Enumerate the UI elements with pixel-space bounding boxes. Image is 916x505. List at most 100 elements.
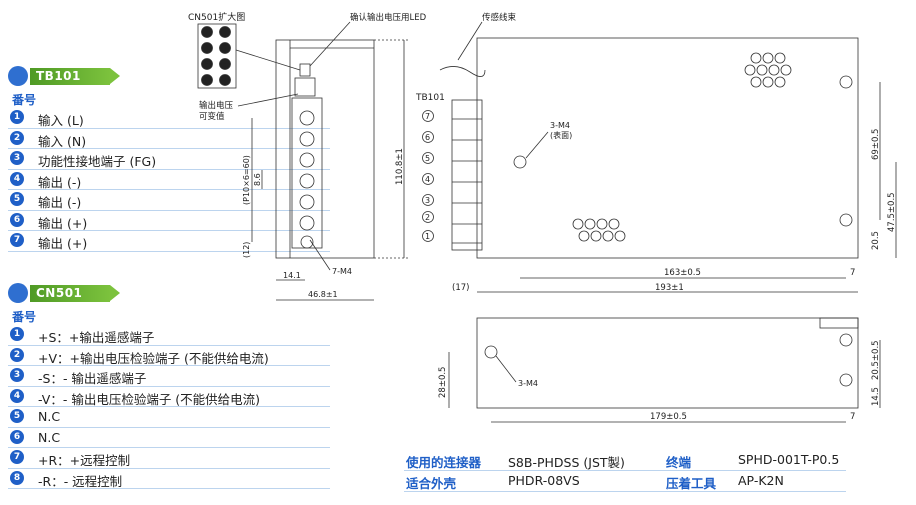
side-led [299, 63, 311, 77]
vent-hole [768, 64, 780, 76]
dim-height: 110.8±1 [395, 148, 405, 185]
dim-pitch: (P10×6=60) [242, 155, 251, 205]
vent-hole [750, 52, 762, 64]
item-number: 1 [10, 327, 24, 341]
item-number: 2 [10, 130, 24, 145]
dim-163: 163±0.5 [664, 268, 701, 278]
top-view: 传感线束 TB101 7 6 5 4 3 2 [415, 12, 897, 293]
cn501-item: 7 +R：+远程控制 [8, 448, 330, 469]
vent-hole [584, 218, 596, 230]
pin-number: 7 [222, 76, 227, 85]
side-chassis [275, 39, 375, 259]
pin-circle [219, 74, 231, 86]
cn501-header-dot [8, 283, 28, 303]
led-leader [309, 21, 351, 67]
screw-icon [299, 173, 315, 189]
pin-circle [219, 58, 231, 70]
dim-7-bot: 7 [850, 412, 855, 422]
vadj-note-2: 可变值 [199, 111, 225, 122]
cn501-item: 3-S：- 输出遥感端子 [8, 366, 330, 387]
tb-number-column: 7 6 5 4 3 2 1 [422, 110, 434, 242]
sensing-wire [439, 66, 486, 77]
dim-69: 69±0.5 [871, 129, 881, 160]
item-text: -R：- 远程控制 [38, 473, 123, 489]
cn501-item: 8-R：- 远程控制 [8, 469, 330, 489]
item-number: 6 [10, 212, 24, 227]
pin-number: 3 [222, 44, 227, 53]
vadj-note-1: 输出电压 [199, 100, 234, 111]
pin-number: 6 [204, 60, 209, 69]
tool-label: 压着工具 [666, 476, 717, 491]
tb101-header-dot [8, 66, 28, 86]
pin-number: 4 [204, 44, 209, 53]
cn501-list: 1+S：+输出遥感端子 2+V：+输出电压检验端子 (不能供给电流) 3-S：-… [0, 325, 330, 489]
bottom-tab [819, 317, 859, 329]
pin-circle [219, 42, 231, 54]
item-number: 7 [10, 450, 24, 464]
item-text: N.C [38, 429, 61, 445]
cn501-item: 4 -V：- 输出电压检验端子 (不能供给电流) [8, 387, 330, 407]
vent-hole [596, 218, 608, 230]
tb-number-circle [422, 211, 434, 223]
vent-hole [590, 230, 602, 242]
bottom-screw-leader [495, 355, 517, 383]
item-number: 5 [10, 192, 24, 206]
mount-hole [839, 213, 853, 227]
bottom-chassis [476, 317, 859, 409]
pin-number: 1 [222, 28, 227, 37]
item-text: 功能性接地端子 (FG) [38, 154, 157, 169]
zoom-leader [235, 49, 301, 71]
screw-icon [299, 215, 315, 231]
screw-leader [525, 131, 549, 159]
screw-icon [300, 235, 314, 249]
item-text: +R：+远程控制 [38, 453, 131, 468]
item-number: 6 [10, 429, 24, 444]
tb-number: 1 [425, 232, 430, 241]
vent-hole [602, 230, 614, 242]
tb101-section-label: 番号 [12, 93, 37, 107]
pin-number: 2 [204, 28, 209, 37]
mount-hole [839, 373, 853, 387]
tb-number-circle [422, 173, 434, 185]
cn501-title: CN501 [36, 286, 83, 300]
tb-number: 7 [425, 112, 430, 121]
tb-number: 2 [425, 213, 430, 222]
vent-hole [750, 76, 762, 88]
top-terminal-strip [451, 99, 483, 251]
cn501-item: 6 N.C [8, 428, 330, 448]
item-number: 5 [10, 409, 24, 423]
pin-number: 8 [204, 76, 209, 85]
bottom-view: 3-M4 28±0.5 20.5±0.5 14.5 179±0.5 7 [438, 317, 881, 423]
side-top-lip [289, 40, 374, 49]
sensing-wire-label: 传感线束 [482, 12, 517, 23]
vent-hole [608, 218, 620, 230]
tb-number: 4 [425, 175, 430, 184]
vent-hole [762, 76, 774, 88]
item-number: 4 [10, 388, 24, 403]
dim-14-bot: 14.5 [871, 387, 881, 406]
vent-hole [578, 230, 590, 242]
dim-width-side: 46.8±1 [308, 290, 338, 299]
bottom-screw-note: 3-M4 [518, 379, 538, 388]
screw-icon [299, 194, 315, 210]
terminal-label: 终端 [666, 455, 692, 470]
vent-hole [780, 64, 792, 76]
connector-used-label: 使用的连接器 [406, 455, 482, 470]
pin-circle [201, 26, 213, 38]
sensing-leader [457, 21, 483, 61]
mount-hole [839, 333, 853, 347]
item-text: -V：- 输出电压检验端子 (不能供给电流) [38, 391, 261, 407]
item-text: 输出 (+) [38, 236, 88, 251]
vadj-leader [237, 93, 299, 107]
item-number: 2 [10, 347, 24, 362]
cn501-item: 1+S：+输出遥感端子 [8, 325, 330, 346]
dim-47: 47.5±0.5 [887, 192, 897, 232]
tb-label: TB101 [415, 93, 445, 103]
